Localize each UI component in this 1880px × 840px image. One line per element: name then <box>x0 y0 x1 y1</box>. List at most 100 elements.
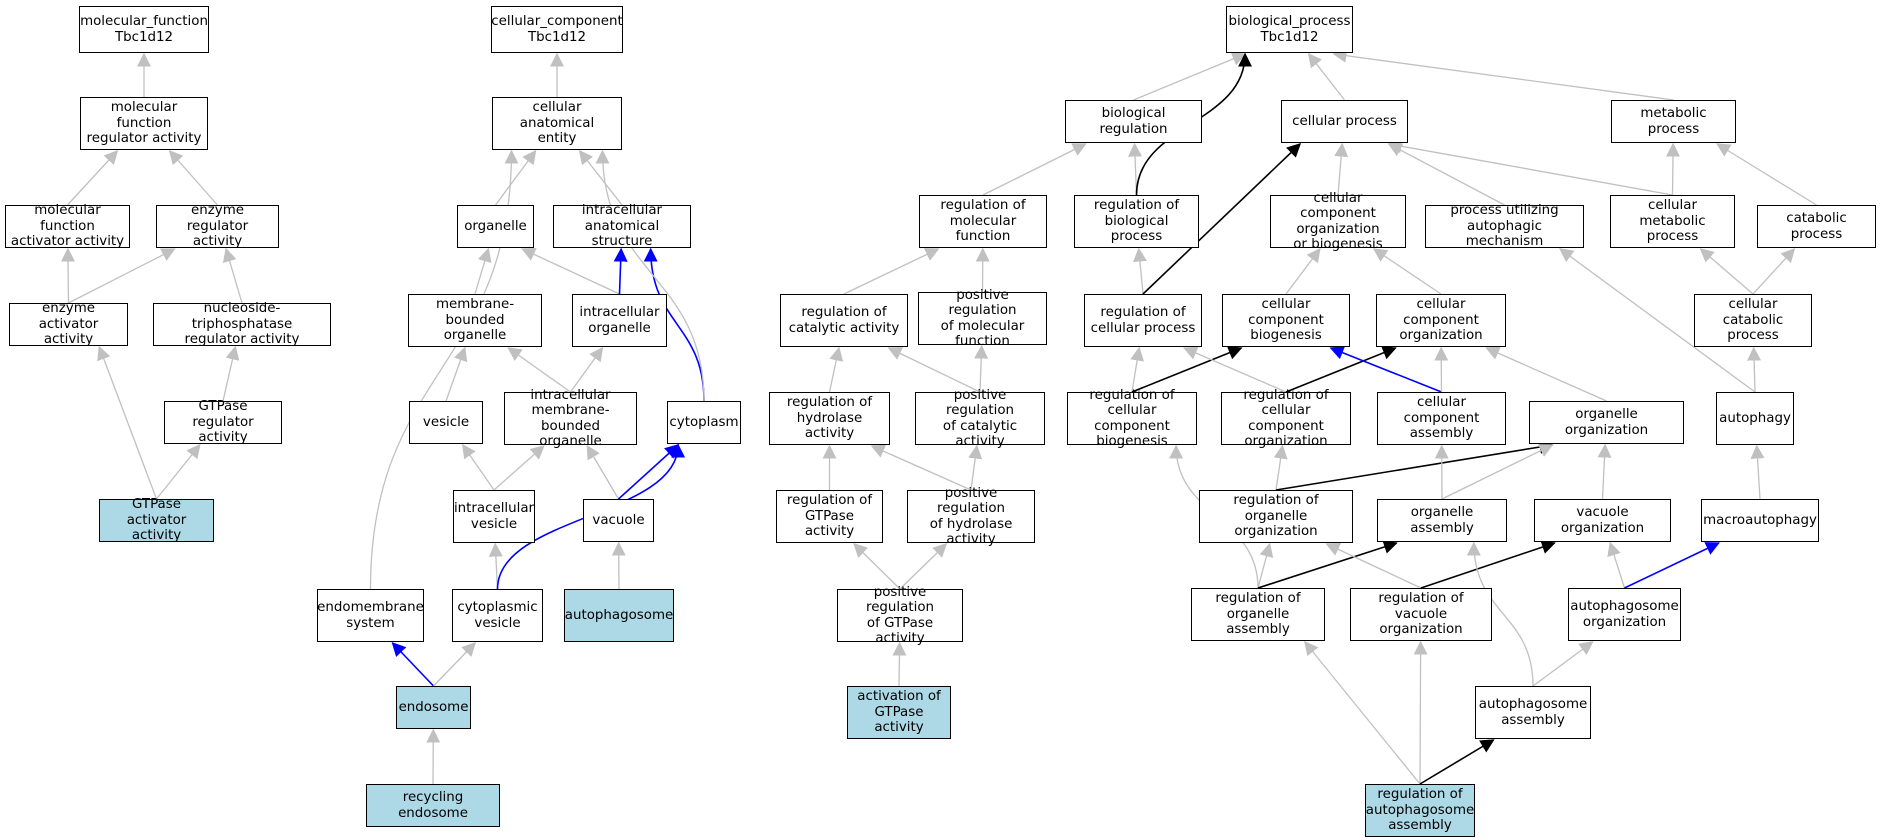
edge-gtp-act-to-gtp-reg <box>155 443 201 500</box>
edge-endosome-to-cytves <box>433 641 477 687</box>
node-ao[interactable]: autophagosome organization <box>1568 588 1681 641</box>
node-mf-act[interactable]: molecular function activator activity <box>5 203 130 249</box>
node-reg-cp[interactable]: regulation of cellular process <box>1084 294 1202 347</box>
node-pos-reg-gtp[interactable]: positive regulation of GTPase activity <box>837 585 963 646</box>
node-reg-aa[interactable]: regulation of autophagosome assembly <box>1365 784 1475 837</box>
edge-ntp-reg-to-enz-reg <box>222 247 243 304</box>
node-oo[interactable]: organelle organization <box>1529 401 1684 444</box>
node-puam[interactable]: process utilizing autophagic mechanism <box>1425 203 1584 249</box>
node-met-proc[interactable]: metabolic process <box>1611 100 1736 143</box>
edge-bio-reg-to-bp-root <box>1133 52 1247 101</box>
node-mf-root[interactable]: molecular_function Tbc1d12 <box>79 6 209 53</box>
edge-iv-to-vesicle <box>462 443 495 491</box>
node-pos-reg-hyd[interactable]: positive regulation of hydrolase activit… <box>907 486 1035 547</box>
node-endomem[interactable]: endomembrane system <box>317 589 424 642</box>
node-cmp[interactable]: cellular metabolic process <box>1610 195 1735 248</box>
edge-reg-oo-to-reg-cco <box>1273 444 1288 491</box>
node-cell-proc[interactable]: cellular process <box>1281 100 1408 143</box>
edge-reg-cat-to-reg-mf <box>843 248 940 295</box>
edge-cytoplasm-to-ias <box>643 247 705 402</box>
edge-ao-to-macro <box>1624 542 1720 589</box>
node-autophagosome[interactable]: autophagosome <box>564 589 674 642</box>
node-mf-reg[interactable]: molecular function regulator activity <box>80 97 208 150</box>
edge-pos-reg-gtp-to-pos-reg-hyd <box>899 543 948 590</box>
node-gtp-act[interactable]: GTPase activator activity <box>99 497 214 543</box>
edge-reg-bp-to-bio-reg <box>1128 142 1143 196</box>
node-reg-mf[interactable]: regulation of molecular function <box>919 195 1047 248</box>
edge-ao-to-vo <box>1607 541 1626 589</box>
node-vesicle[interactable]: vesicle <box>409 401 483 444</box>
node-cco[interactable]: cellular component organization <box>1376 294 1506 347</box>
node-reg-ccb[interactable]: regulation of cellular component biogene… <box>1067 388 1197 449</box>
node-oa[interactable]: organelle assembly <box>1377 499 1507 542</box>
edge-cytves-to-iv <box>488 542 503 590</box>
edge-cco-to-ccob <box>1372 248 1442 295</box>
node-cae[interactable]: cellular anatomical entity <box>492 97 622 150</box>
node-organelle[interactable]: organelle <box>457 205 534 248</box>
edge-ccb-to-ccob <box>1285 247 1321 295</box>
node-act-gtp[interactable]: activation of GTPase activity <box>847 686 951 739</box>
edge-reg-aa-to-reg-vo <box>1413 640 1428 785</box>
node-endosome[interactable]: endosome <box>396 686 471 729</box>
edge-reg-hyd-to-reg-cat <box>828 346 844 393</box>
edge-iv-to-imbo <box>493 445 545 491</box>
node-pos-reg-cat[interactable]: positive regulation of catalytic activit… <box>915 388 1045 449</box>
node-imbo[interactable]: intracellular membrane-bounded organelle <box>504 388 637 449</box>
edge-organelle-to-cae <box>494 149 537 206</box>
node-iv[interactable]: intracellular vesicle <box>453 490 535 543</box>
edge-reg-cco-to-reg-cp <box>1183 346 1287 393</box>
node-ntp-reg[interactable]: nucleoside-triphosphatase regulator acti… <box>153 301 331 347</box>
node-cytoplasm[interactable]: cytoplasm <box>667 401 741 444</box>
edge-pos-reg-cat-to-pos-reg-mf <box>974 344 989 393</box>
node-autophagy[interactable]: autophagy <box>1716 392 1794 445</box>
edge-met-proc-to-bp-root <box>1332 48 1674 101</box>
node-mbo[interactable]: membrane-bounded organelle <box>408 294 542 347</box>
edge-ccp-to-catab <box>1752 247 1796 295</box>
edge-reg-ccb-to-ccb <box>1131 346 1243 393</box>
edge-imbo-to-io <box>569 346 604 393</box>
node-reg-oo[interactable]: regulation of organelle organization <box>1199 490 1353 543</box>
edge-reg-oo-to-oo <box>1275 440 1554 491</box>
node-cca[interactable]: cellular component assembly <box>1377 392 1506 445</box>
edge-reg-cp-to-cell-proc <box>1142 143 1302 295</box>
node-reg-cat[interactable]: regulation of catalytic activity <box>780 294 908 347</box>
node-reg-bp[interactable]: regulation of biological process <box>1074 195 1199 248</box>
node-cytves[interactable]: cytoplasmic vesicle <box>452 589 543 642</box>
node-ccp[interactable]: cellular catabolic process <box>1694 294 1812 347</box>
node-gtp-reg[interactable]: GTPase regulator activity <box>164 399 282 445</box>
edge-reg-vo-to-reg-oo <box>1325 542 1422 589</box>
edge-reg-aa-to-aa <box>1419 739 1495 785</box>
node-reg-hyd[interactable]: regulation of hydrolase activity <box>769 392 890 445</box>
node-ccob[interactable]: cellular component organization or bioge… <box>1270 191 1406 252</box>
node-ias[interactable]: intracellular anatomical structure <box>553 203 691 249</box>
node-io[interactable]: intracellular organelle <box>572 294 667 347</box>
node-macro[interactable]: macroautophagy <box>1701 499 1819 542</box>
node-reg-cco[interactable]: regulation of cellular component organiz… <box>1221 388 1351 449</box>
edge-puam-to-cell-proc <box>1387 143 1505 206</box>
node-pos-reg-mf[interactable]: positive regulation of molecular functio… <box>918 288 1047 349</box>
node-recendo[interactable]: recycling endosome <box>366 784 500 827</box>
edge-pos-reg-cat-to-reg-cat <box>887 347 981 393</box>
node-enz-reg[interactable]: enzyme regulator activity <box>156 203 279 249</box>
edge-mf-act-to-mf-reg <box>67 149 119 206</box>
edge-pos-reg-hyd-to-pos-reg-cat <box>968 444 983 491</box>
node-aa[interactable]: autophagosome assembly <box>1475 686 1591 739</box>
node-reg-oa[interactable]: regulation of organelle assembly <box>1191 588 1325 641</box>
edge-imbo-to-mbo <box>507 347 571 393</box>
edge-pos-reg-hyd-to-reg-hyd <box>870 444 972 491</box>
node-bio-reg[interactable]: biological regulation <box>1065 100 1202 143</box>
node-cc-root[interactable]: cellular_component Tbc1d12 <box>491 6 623 53</box>
node-reg-gtp[interactable]: regulation of GTPase activity <box>776 490 883 543</box>
edge-oo-to-cco <box>1485 346 1607 402</box>
node-vacuole[interactable]: vacuole <box>583 499 654 542</box>
edge-ccp-to-cmp <box>1699 248 1754 295</box>
node-catab[interactable]: catabolic process <box>1757 205 1876 248</box>
node-reg-vo[interactable]: regulation of vacuole organization <box>1350 588 1492 641</box>
node-ccb[interactable]: cellular component biogenesis <box>1222 294 1350 347</box>
edge-macro-to-autophagy <box>1750 444 1765 500</box>
node-enz-act[interactable]: enzyme activator activity <box>9 301 128 347</box>
edge-reg-mf-to-bio-reg <box>982 143 1087 196</box>
edge-vacuole-to-imbo <box>586 444 620 500</box>
node-bp-root[interactable]: biological_process Tbc1d12 <box>1226 6 1353 53</box>
node-vo[interactable]: vacuole organization <box>1534 499 1671 542</box>
